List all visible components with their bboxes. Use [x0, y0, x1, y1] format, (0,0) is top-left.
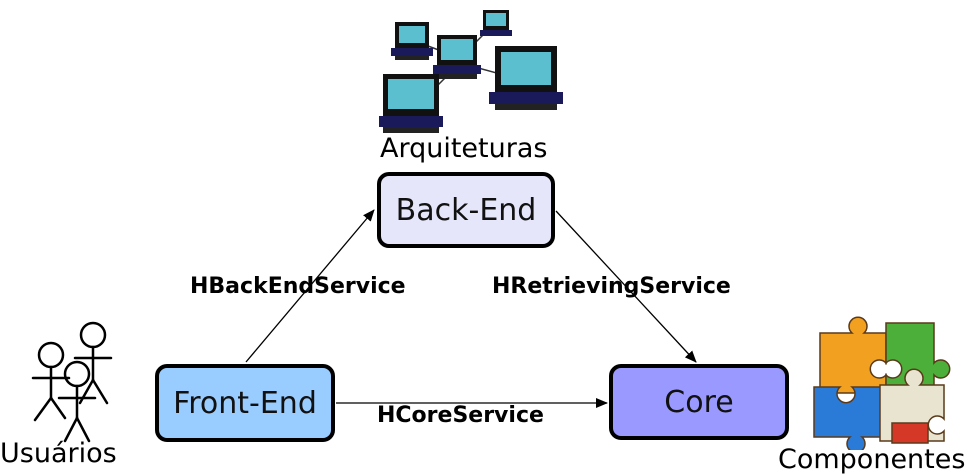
arquiteturas-caption: Arquiteturas: [380, 133, 548, 164]
core-node: Core: [609, 364, 789, 440]
puzzle-pieces-icon: [813, 316, 951, 450]
backend-node-label: Back-End: [395, 192, 537, 228]
backend-node: Back-End: [377, 172, 555, 248]
frontend-to-backend-arrow: [245, 209, 375, 363]
backend-to-core-arrow: [555, 210, 697, 363]
networked-computers-icon: [379, 10, 563, 133]
core-node-label: Core: [664, 384, 734, 420]
retrieving-service-label: HRetrievingService: [492, 274, 731, 299]
frontend-node: Front-End: [155, 364, 335, 442]
stick-figure-users-icon: [31, 321, 113, 443]
usuarios-caption: Usuários: [0, 438, 117, 469]
frontend-node-label: Front-End: [173, 385, 317, 421]
core-service-label: HCoreService: [377, 403, 544, 428]
componentes-caption: Componentes: [778, 444, 966, 475]
backend-service-label: HBackEndService: [190, 274, 406, 299]
